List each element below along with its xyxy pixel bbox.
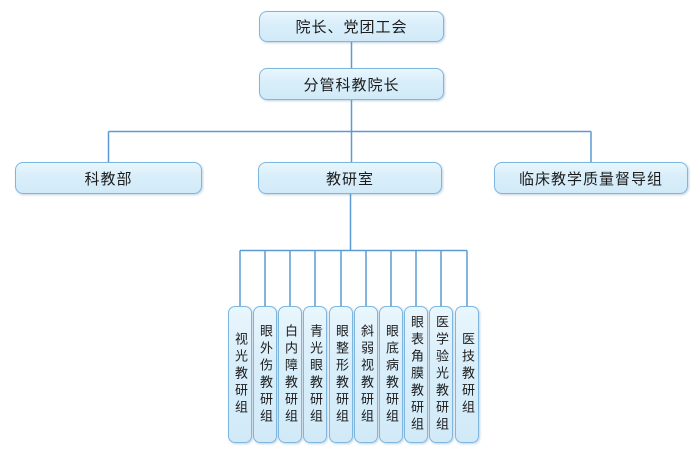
node-dean-party-union: 院长、党团工会: [259, 11, 444, 42]
node-teaching-research-office: 教研室: [258, 162, 442, 194]
node-label: 医学验光教研组: [434, 315, 449, 434]
node-cataract-group: 白内障教研组: [278, 306, 302, 443]
node-label: 青光眼教研组: [308, 323, 323, 426]
node-fundus-disease-group: 眼底病教研组: [379, 306, 403, 443]
node-medical-optometry-group: 医学验光教研组: [429, 306, 453, 443]
node-clinical-teaching-quality-supervision-group: 临床教学质量督导组: [494, 162, 688, 194]
node-oculoplastics-group: 眼整形教研组: [329, 306, 353, 443]
node-vice-dean-science-education: 分管科教院长: [259, 68, 444, 100]
node-label: 眼底病教研组: [384, 323, 399, 426]
node-label: 视光教研组: [233, 332, 248, 417]
node-label: 院长、党团工会: [295, 19, 408, 36]
node-label: 斜弱视教研组: [359, 323, 374, 426]
node-science-education-dept: 科教部: [15, 162, 202, 194]
node-label: 科教部: [84, 170, 133, 188]
node-label: 临床教学质量督导组: [518, 170, 663, 188]
node-label: 眼整形教研组: [334, 323, 349, 426]
node-medical-technology-group: 医技教研组: [455, 306, 479, 443]
node-label: 眼表角膜教研组: [409, 315, 424, 434]
node-optometry-group: 视光教研组: [228, 306, 252, 443]
connector-lines: [107, 42, 592, 306]
node-label: 白内障教研组: [283, 323, 298, 426]
node-glaucoma-group: 青光眼教研组: [303, 306, 327, 443]
node-label: 眼外伤教研组: [258, 323, 273, 426]
node-strabismus-amblyopia-group: 斜弱视教研组: [354, 306, 378, 443]
node-label: 医技教研组: [460, 332, 475, 417]
node-ocular-surface-cornea-group: 眼表角膜教研组: [404, 306, 428, 443]
node-eye-trauma-group: 眼外伤教研组: [253, 306, 277, 443]
node-label: 教研室: [325, 170, 374, 188]
node-label: 分管科教院长: [303, 76, 400, 94]
